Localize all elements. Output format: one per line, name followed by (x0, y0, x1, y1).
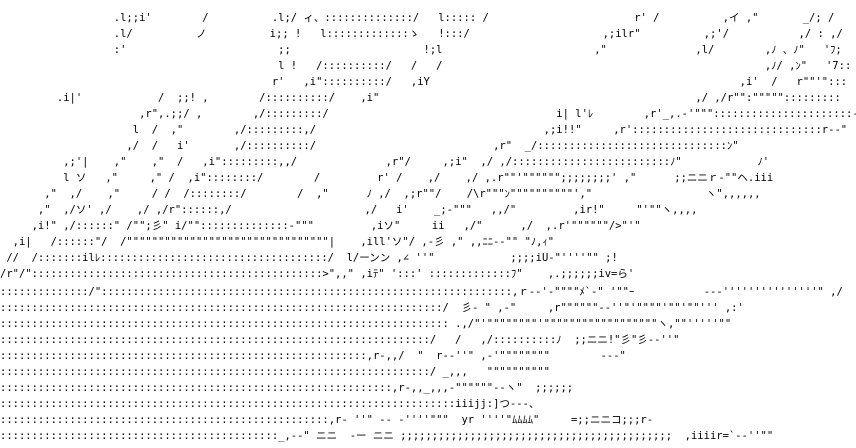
art-line: .l;;i' / .l;/ ィ、::::::::::::::/ l::::: /… (0, 12, 835, 24)
art-line: ," ,/ ," / / /::::::::/ / ," ﾉ ,/ ,;r""/… (0, 188, 761, 200)
art-line: r' ,i"::::::::::/ ,iY ,i' / r""'"::: (0, 76, 848, 88)
art-line: l ! /::::::::::/ / / ,ﾉ/ ,ﾝ" '7:: (0, 60, 852, 72)
art-line: /r"/":::::::::::::::::::::::::::::::::::… (0, 268, 635, 280)
art-line: ::::::::::::::::::::::::::::::::::::::::… (0, 398, 540, 410)
art-line: // /:::::::ilﾚ::::::::::::::::::::::::::… (0, 252, 618, 264)
art-line: ::::::::::::::::::::::::::::::::::::::::… (0, 430, 774, 442)
art-line: ::::::::::::::::::::::::::::::::::::::::… (0, 334, 680, 346)
art-line: l ソ ," ," / ,i"::::::::/ / r' / ,/ ,/ ,.… (0, 172, 774, 184)
art-line: ,i!" ,/::::::" /"";彡" i/""::::::::::::::… (0, 220, 641, 232)
art-line: l / ," ,/:::::::::,/ ,;i!!" ,r':::::::::… (0, 124, 848, 136)
art-line: ,/ / i' ,/::::::::::/ ,r" _/::::::::::::… (0, 140, 739, 152)
art-line: ,i| /::::::"/ /"""""""""""""""""""""""""… (0, 236, 555, 248)
art-line: .i|' / ;;! , /::::::::::/ ,i" ,/ ,/r"":"… (0, 92, 841, 104)
art-line: ::::::::::::::::::::::::::::::::::::::::… (0, 366, 550, 378)
art-line: :' ;; !;l ," ,l/ ,ﾉ 、ﾉ" 'ﾌ; (0, 44, 842, 56)
art-line: ,r",.;;/ , ,/:::::::::/ i| l'ﾚ ,r'_,.-'"… (0, 108, 856, 120)
art-line: ::::::::::::::::::::::::::::::::::::::::… (0, 318, 732, 330)
art-line: ::::::::::::::::::::::::::::::::::::::::… (0, 350, 626, 362)
art-line: .l/ ノ i;; ! l:::::::::::::ゝ !:::/ ,;ilr"… (0, 28, 843, 40)
art-line: ::::::::::::::::::::::::::::::::::::::::… (0, 302, 744, 314)
art-line: ::::::::::::::/"::::::::::::::::::::::::… (0, 286, 843, 298)
art-line: ::::::::::::::::::::::::::::::::::::::::… (0, 382, 574, 394)
art-line: ,;'| ," ," / ,i":::::::::,,/ ,r"/ ,;i" ,… (0, 156, 770, 168)
art-line: ::::::::::::::::::::::::::::::::::::::::… (0, 414, 654, 426)
art-line: ," ,/ソ' ,/ ,/ ,/r"::::::,/ ,/ i' _;-""" … (0, 204, 698, 216)
